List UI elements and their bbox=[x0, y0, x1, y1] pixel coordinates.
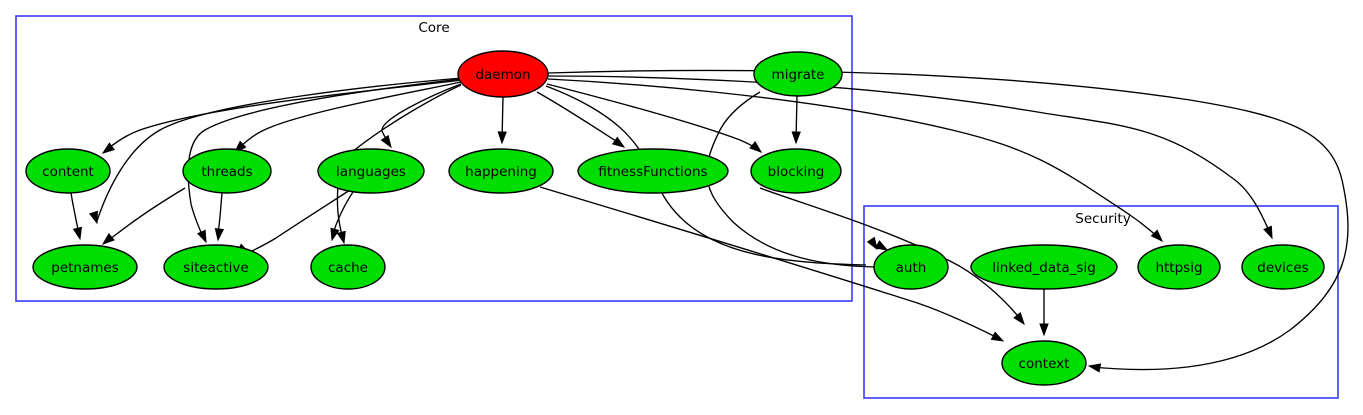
node-shape-happening[interactable] bbox=[448, 148, 554, 194]
cluster-border-core bbox=[15, 15, 853, 302]
edge-happening-to-context bbox=[539, 186, 1001, 340]
node-shape-devices[interactable] bbox=[1241, 244, 1325, 290]
arrowhead-daemon-to-auth bbox=[866, 236, 878, 251]
node-shape-auth[interactable] bbox=[873, 244, 949, 290]
edge-daemon-to-languages bbox=[381, 83, 462, 146]
arrowhead-daemon-to-petnames bbox=[88, 210, 98, 225]
node-blocking[interactable]: blocking bbox=[750, 148, 842, 194]
cluster-label-security: Security bbox=[1075, 211, 1130, 227]
node-shape-languages[interactable] bbox=[317, 148, 425, 194]
edge-threads-to-petnames bbox=[105, 187, 186, 243]
edge-languages-to-siteactive bbox=[251, 189, 351, 252]
edge-daemon-to-auth bbox=[545, 85, 867, 266]
cluster-border-security bbox=[863, 205, 1339, 399]
node-migrate[interactable]: migrate bbox=[753, 51, 843, 97]
arrowhead-daemon-to-languages bbox=[380, 134, 392, 149]
node-shape-cache[interactable] bbox=[310, 244, 386, 290]
edge-daemon-to-devices bbox=[547, 75, 1271, 234]
node-shape-fitnessFunctions[interactable] bbox=[577, 148, 729, 194]
arrowhead-threads-to-petnames bbox=[101, 232, 115, 245]
node-linked_data_sig[interactable]: linked_data_sig bbox=[970, 244, 1118, 290]
node-shape-threads[interactable] bbox=[182, 148, 272, 194]
edge-daemon-to-threads bbox=[236, 81, 462, 151]
arrowhead-daemon-to-context bbox=[1087, 363, 1102, 373]
edge-daemon-to-blocking bbox=[546, 83, 760, 151]
cluster-security: Security bbox=[863, 205, 1339, 399]
node-shape-blocking[interactable] bbox=[750, 148, 842, 194]
edge-migrate-to-auth bbox=[706, 91, 877, 268]
node-shape-httpsig[interactable] bbox=[1137, 244, 1221, 290]
node-context[interactable]: context bbox=[1001, 340, 1087, 386]
node-languages[interactable]: languages bbox=[317, 148, 425, 194]
arrowhead-daemon-to-cache bbox=[336, 230, 346, 245]
arrowhead-migrate-to-blocking bbox=[791, 131, 801, 145]
node-shape-migrate[interactable] bbox=[753, 51, 843, 97]
node-shape-petnames[interactable] bbox=[32, 244, 138, 290]
cluster-core: Core bbox=[15, 15, 853, 302]
node-happening[interactable]: happening bbox=[448, 148, 554, 194]
edges-layer bbox=[70, 69, 1349, 371]
arrowhead-daemon-to-siteactive bbox=[197, 229, 207, 244]
node-content[interactable]: content bbox=[25, 148, 111, 194]
edge-daemon-to-content bbox=[104, 79, 463, 152]
arrowhead-daemon-to-httpsig bbox=[1150, 229, 1164, 243]
arrowhead-daemon-to-content bbox=[101, 142, 116, 154]
node-shape-daemon[interactable] bbox=[457, 50, 549, 98]
node-shape-content[interactable] bbox=[25, 148, 111, 194]
node-shape-linked_data_sig[interactable] bbox=[970, 244, 1118, 290]
node-auth[interactable]: auth bbox=[873, 244, 949, 290]
arrowhead-happening-to-context bbox=[990, 331, 1005, 342]
arrowhead-linked_data_sig-to-context bbox=[1039, 323, 1049, 337]
cluster-label-core: Core bbox=[418, 20, 449, 36]
arrowhead-blocking-to-context bbox=[1013, 312, 1025, 326]
node-httpsig[interactable]: httpsig bbox=[1137, 244, 1221, 290]
arrowhead-daemon-to-blocking bbox=[749, 140, 763, 153]
node-shape-context[interactable] bbox=[1001, 340, 1087, 386]
node-cache[interactable]: cache bbox=[310, 244, 386, 290]
arrowhead-languages-to-cache bbox=[330, 227, 340, 242]
arrowhead-daemon-to-devices bbox=[1263, 225, 1273, 240]
node-shape-siteactive[interactable] bbox=[163, 244, 269, 290]
node-daemon[interactable]: daemon bbox=[457, 50, 549, 98]
edge-daemon-to-petnames bbox=[96, 77, 463, 222]
edge-daemon-to-fitnessFunctions bbox=[536, 91, 623, 146]
arrowhead-migrate-to-auth bbox=[874, 240, 889, 251]
arrowhead-daemon-to-fitnessFunctions bbox=[611, 136, 626, 148]
node-petnames[interactable]: petnames bbox=[32, 244, 138, 290]
node-threads[interactable]: threads bbox=[182, 148, 272, 194]
arrowhead-daemon-to-happening bbox=[497, 131, 507, 145]
edge-daemon-to-httpsig bbox=[547, 78, 1160, 239]
arrowhead-content-to-petnames bbox=[72, 226, 83, 241]
node-siteactive[interactable]: siteactive bbox=[163, 244, 269, 290]
node-fitnessFunctions[interactable]: fitnessFunctions bbox=[577, 148, 729, 194]
edge-daemon-to-context bbox=[547, 69, 1349, 371]
arrowhead-threads-to-siteactive bbox=[214, 228, 225, 242]
edge-threads-to-siteactive bbox=[217, 192, 223, 235]
node-devices[interactable]: devices bbox=[1241, 244, 1325, 290]
edge-daemon-to-siteactive bbox=[187, 78, 462, 240]
